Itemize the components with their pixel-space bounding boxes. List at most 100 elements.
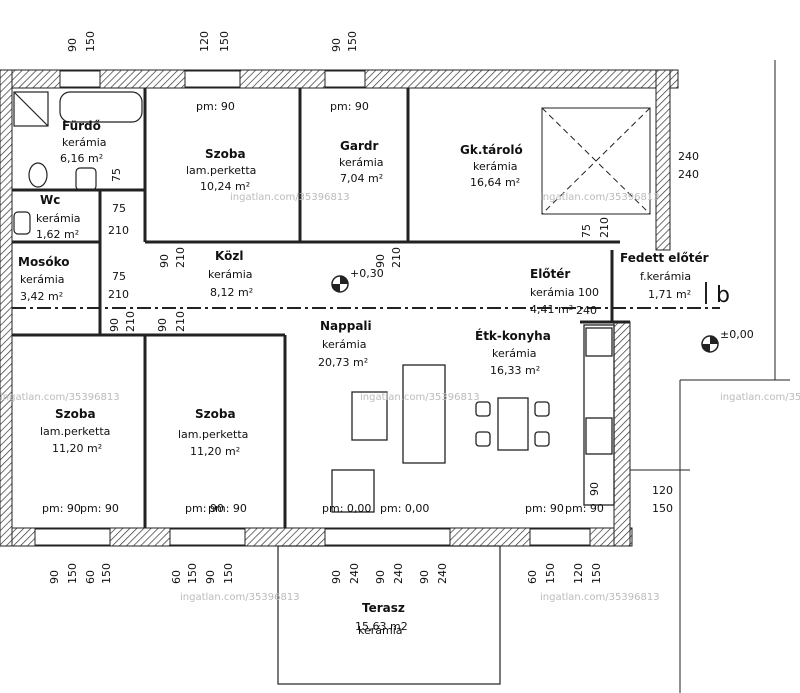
svg-text:pm: 90: pm: 90 xyxy=(196,100,235,113)
svg-text:kerámia: kerámia xyxy=(339,156,384,169)
svg-text:7,04 m²: 7,04 m² xyxy=(340,172,383,185)
svg-text:ingatlan.com/35396813: ingatlan.com/35396813 xyxy=(540,192,660,203)
svg-text:pm: 90: pm: 90 xyxy=(565,502,604,515)
svg-text:60: 60 xyxy=(84,570,97,584)
svg-text:90: 90 xyxy=(330,570,343,584)
svg-text:ingatlan.com/35396813: ingatlan.com/35396813 xyxy=(180,592,300,603)
svg-text:Közl: Közl xyxy=(215,249,243,263)
svg-text:Szoba: Szoba xyxy=(195,407,236,421)
svg-text:240: 240 xyxy=(678,168,699,181)
svg-text:150: 150 xyxy=(66,563,79,584)
svg-text:pm: 90: pm: 90 xyxy=(42,502,81,515)
svg-text:90: 90 xyxy=(156,318,169,332)
svg-text:pm: 90: pm: 90 xyxy=(185,502,224,515)
svg-text:±0,00: ±0,00 xyxy=(720,328,754,341)
svg-text:100: 100 xyxy=(578,286,599,299)
svg-text:kerámia: kerámia xyxy=(62,136,107,149)
svg-text:210: 210 xyxy=(174,311,187,332)
svg-text:pm: 90: pm: 90 xyxy=(80,502,119,515)
svg-text:f.kerámia: f.kerámia xyxy=(640,270,691,283)
svg-text:Gardr: Gardr xyxy=(340,139,378,153)
svg-text:ingatlan.com/35396813: ingatlan.com/35396813 xyxy=(540,592,660,603)
room-fedett-eloter: Fedett előtér f.kerámia 1,71 m² xyxy=(620,251,709,301)
coffee-table-icon xyxy=(351,391,388,441)
svg-text:Wc: Wc xyxy=(40,193,60,207)
svg-text:240: 240 xyxy=(348,563,361,584)
room-gktarolo: Gk.tároló kerámia 16,64 m² xyxy=(460,143,523,189)
svg-text:kerámia: kerámia xyxy=(322,338,367,351)
svg-text:Mosóko: Mosóko xyxy=(18,255,69,269)
svg-text:kerámia: kerámia xyxy=(492,347,537,360)
svg-text:75: 75 xyxy=(112,270,126,283)
room-terasz: Terasz 15,63 m2 kerámia xyxy=(355,601,408,637)
svg-text:kerámia: kerámia xyxy=(358,624,403,637)
svg-text:240: 240 xyxy=(678,150,699,163)
svg-text:16,64 m²: 16,64 m² xyxy=(470,176,520,189)
room-szoba-2: Szoba lam.perketta 11,20 m² xyxy=(40,407,110,455)
svg-text:ingatlan.com/35396813: ingatlan.com/35396813 xyxy=(720,392,800,403)
bottom-dimensions: 90 150 60 150 60 150 90 150 90 240 90 24… xyxy=(48,563,603,584)
svg-text:Előtér: Előtér xyxy=(530,267,570,281)
svg-text:150: 150 xyxy=(652,502,673,515)
toilet-icon xyxy=(28,162,48,188)
kitchen-sink-icon xyxy=(585,417,613,455)
svg-text:210: 210 xyxy=(108,224,129,237)
svg-text:Szoba: Szoba xyxy=(205,147,246,161)
svg-text:90: 90 xyxy=(374,254,387,268)
svg-text:15,63 m2: 15,63 m2 xyxy=(355,620,408,633)
svg-text:4,41 m²: 4,41 m² xyxy=(530,303,573,316)
svg-text:150: 150 xyxy=(100,563,113,584)
svg-text:210: 210 xyxy=(174,247,187,268)
wc-toilet-icon xyxy=(13,211,31,235)
svg-text:kerámia: kerámia xyxy=(36,212,81,225)
svg-text:11,20 m²: 11,20 m² xyxy=(190,445,240,458)
svg-text:10,24 m²: 10,24 m² xyxy=(200,180,250,193)
svg-text:90: 90 xyxy=(588,482,601,496)
svg-text:Gk.tároló: Gk.tároló xyxy=(460,143,523,157)
svg-text:8,12 m²: 8,12 m² xyxy=(210,286,253,299)
garage-storage xyxy=(541,107,651,215)
svg-text:20,73 m²: 20,73 m² xyxy=(318,356,368,369)
svg-text:60: 60 xyxy=(170,570,183,584)
svg-text:lam.perketta: lam.perketta xyxy=(186,164,256,177)
svg-text:lam.perketta: lam.perketta xyxy=(178,428,248,441)
svg-text:pm: 90: pm: 90 xyxy=(525,502,564,515)
svg-text:Fürdő: Fürdő xyxy=(62,119,101,133)
svg-text:90: 90 xyxy=(66,38,79,52)
svg-text:pm: 90: pm: 90 xyxy=(330,100,369,113)
svg-text:210: 210 xyxy=(390,247,403,268)
svg-text:kerámia: kerámia xyxy=(473,160,518,173)
svg-text:150: 150 xyxy=(218,31,231,52)
watermarks: ingatlan.com/35396813 ingatlan.com/35396… xyxy=(0,192,800,603)
svg-text:150: 150 xyxy=(84,31,97,52)
svg-text:150: 150 xyxy=(590,563,603,584)
svg-text:pm: 0,00: pm: 0,00 xyxy=(380,502,429,515)
svg-text:90: 90 xyxy=(418,570,431,584)
sofa-icon xyxy=(402,364,446,464)
svg-text:11,20 m²: 11,20 m² xyxy=(52,442,102,455)
svg-text:kerámia: kerámia xyxy=(208,268,253,281)
room-eloter: Előtér kerámia 4,41 m² xyxy=(530,267,575,316)
svg-text:75: 75 xyxy=(580,224,593,238)
room-nappali: Nappali kerámia 20,73 m² xyxy=(318,319,372,369)
level-mark-kozl: +0,30 xyxy=(331,267,384,293)
svg-text:210: 210 xyxy=(108,288,129,301)
svg-text:Terasz: Terasz xyxy=(362,601,405,615)
svg-text:150: 150 xyxy=(346,31,359,52)
top-dimensions: 90 150 120 150 90 150 xyxy=(66,31,359,52)
svg-text:90: 90 xyxy=(158,254,171,268)
svg-text:3,42 m²: 3,42 m² xyxy=(20,290,63,303)
sink-icon xyxy=(75,167,97,191)
svg-text:+0,30: +0,30 xyxy=(350,267,384,280)
furniture xyxy=(331,324,615,513)
dining-table-icon xyxy=(497,397,529,451)
bathroom-fixtures xyxy=(13,91,143,235)
svg-text:90: 90 xyxy=(204,570,217,584)
stove-icon xyxy=(585,327,613,357)
armchair-icon xyxy=(331,469,375,513)
svg-text:240: 240 xyxy=(436,563,449,584)
svg-text:kerámia: kerámia xyxy=(20,273,65,286)
svg-text:120: 120 xyxy=(572,563,585,584)
room-kozl: Közl kerámia 8,12 m² xyxy=(208,249,253,299)
room-szoba-1: pm: 90 Szoba lam.perketta 10,24 m² xyxy=(186,100,256,193)
